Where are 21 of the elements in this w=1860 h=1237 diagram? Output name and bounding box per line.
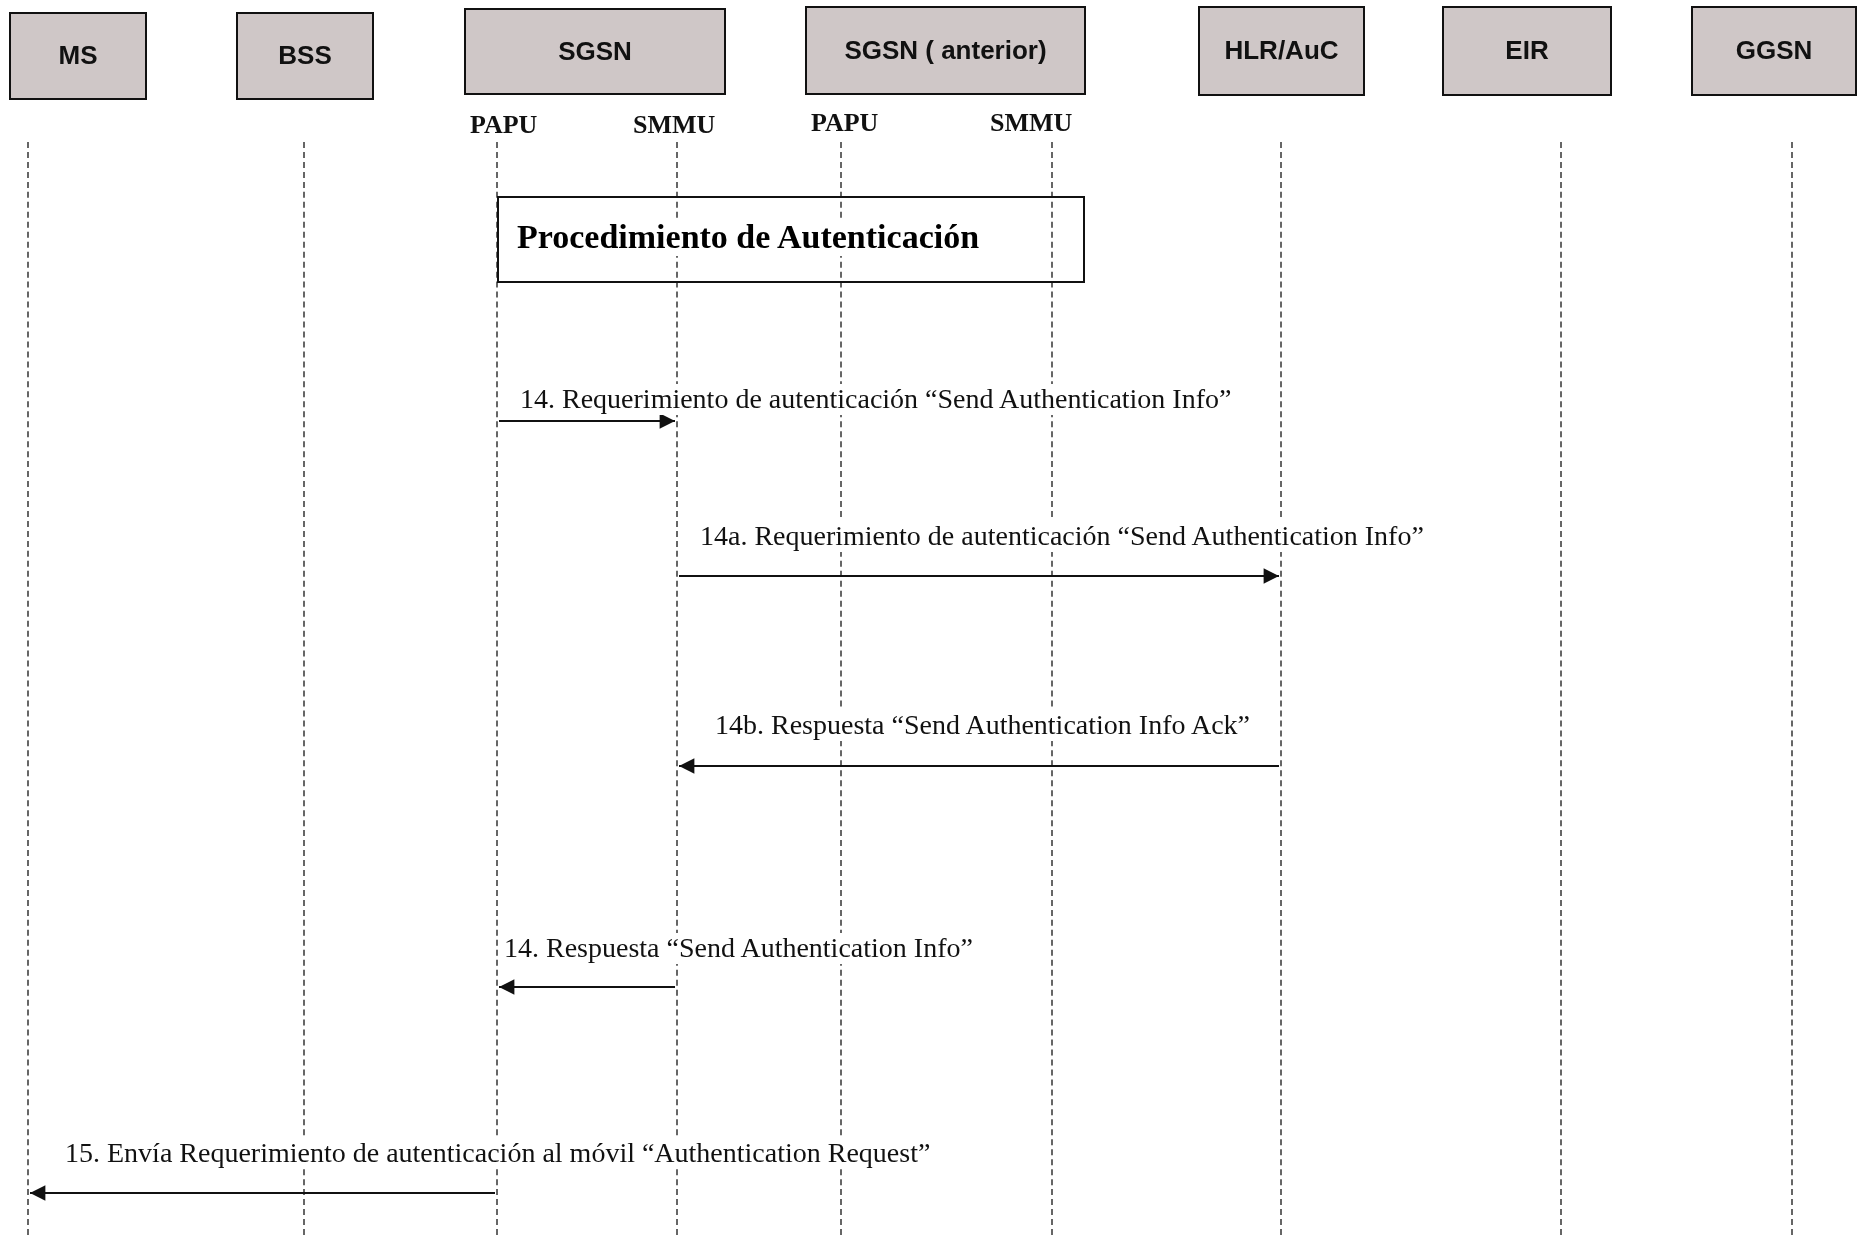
edge-label: 14. Respuesta “Send Authentication Info” (504, 933, 973, 964)
lifeline-label: SMMU (990, 108, 1073, 138)
entity-box: BSS (236, 12, 374, 100)
entity-box: GGSN (1691, 6, 1857, 96)
entity-box: SGSN ( anterior) (805, 6, 1086, 95)
edge-label: 14. Requerimiento de autenticación “Send Authentication Info” (520, 384, 1232, 415)
lifeline (1791, 142, 1795, 1235)
lifeline-label: PAPU (811, 108, 879, 138)
procedure-frame (497, 196, 1085, 283)
entity-box: MS (9, 12, 147, 100)
entity-box: SGSN (464, 8, 726, 95)
edge-label: 15. Envía Requerimiento de autenticación al móvil “Authentication Request” (65, 1138, 931, 1169)
procedure-title: Procedimiento de Autenticación (517, 218, 980, 256)
entity-box: EIR (1442, 6, 1612, 96)
lifeline (1560, 142, 1564, 1235)
lifeline-label: SMMU (633, 110, 716, 140)
edge-label: 14a. Requerimiento de autenticación “Send Authentication Info” (700, 521, 1424, 552)
edge-label: 14b. Respuesta “Send Authentication Info Ack” (715, 710, 1250, 741)
lifeline (27, 142, 31, 1235)
entity-box: HLR/AuC (1198, 6, 1365, 96)
lifeline-label: PAPU (470, 110, 538, 140)
